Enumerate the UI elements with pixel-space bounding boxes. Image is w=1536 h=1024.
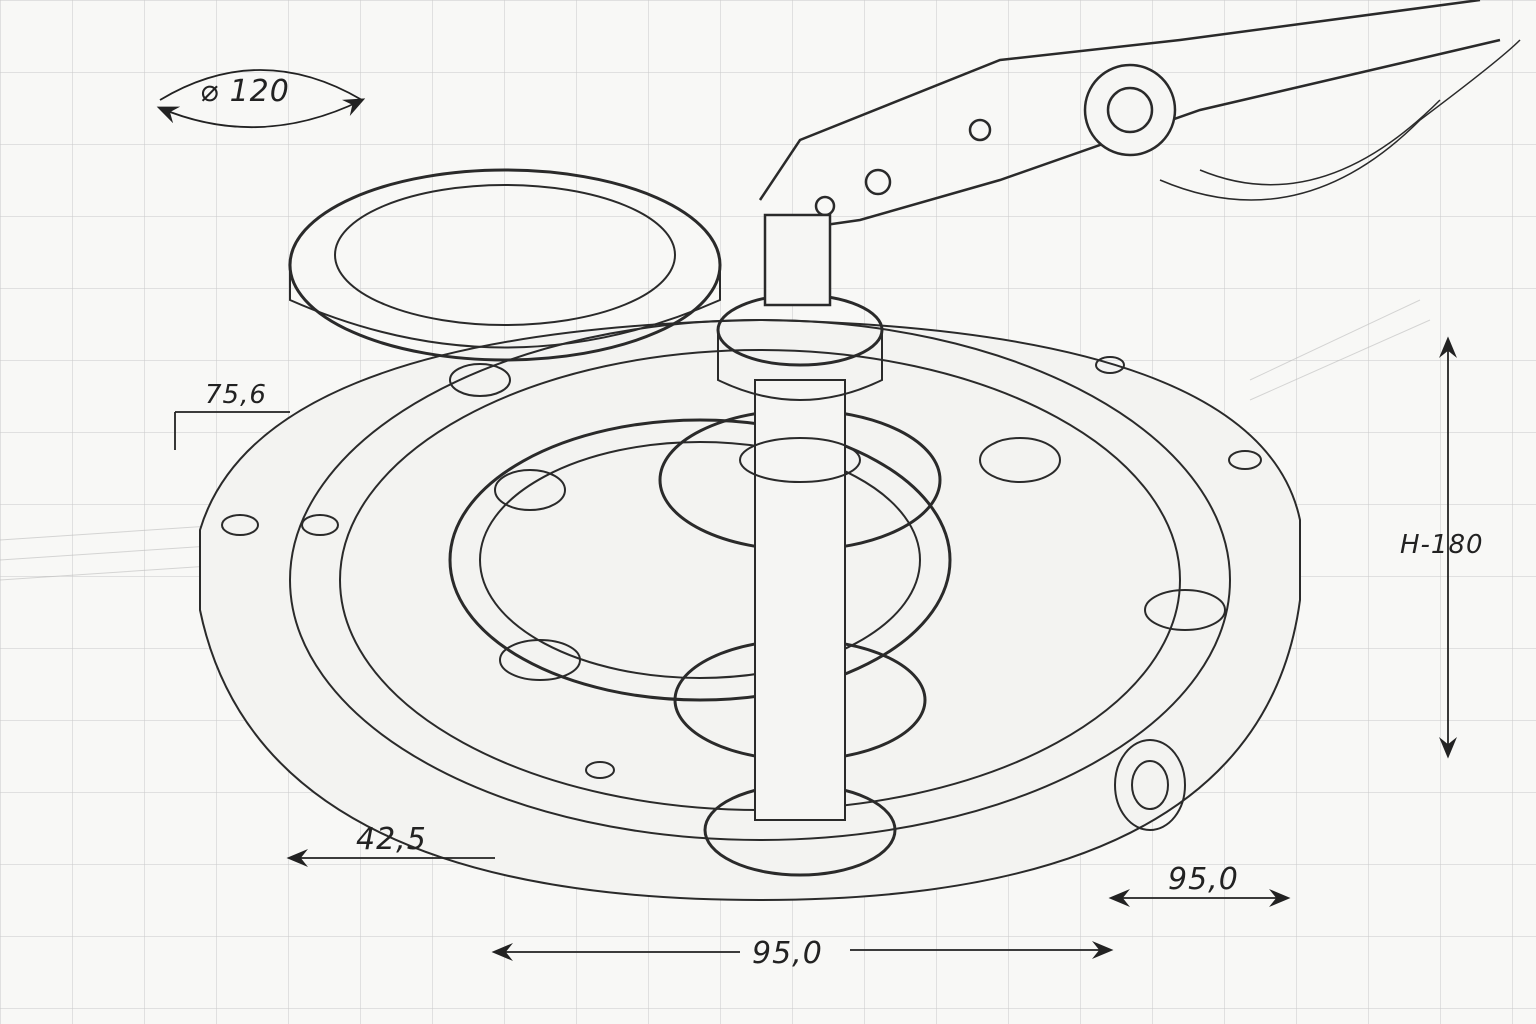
dimension-bottom-left: 42,5	[356, 822, 427, 857]
robotic-arm	[758, 0, 1521, 307]
ring-gear-lifted	[288, 168, 722, 362]
dimension-bottom-right: 95,0	[1168, 862, 1239, 897]
housing-base	[199, 318, 1301, 902]
central-shaft	[754, 379, 846, 821]
dimension-bottom-center: 95,0	[752, 936, 823, 971]
dimension-height: H-180	[1400, 530, 1484, 560]
side-input-shaft	[1114, 739, 1186, 831]
dimension-diameter: ⌀ 120	[200, 74, 290, 109]
dimension-left-offset: 75,6	[205, 380, 267, 410]
